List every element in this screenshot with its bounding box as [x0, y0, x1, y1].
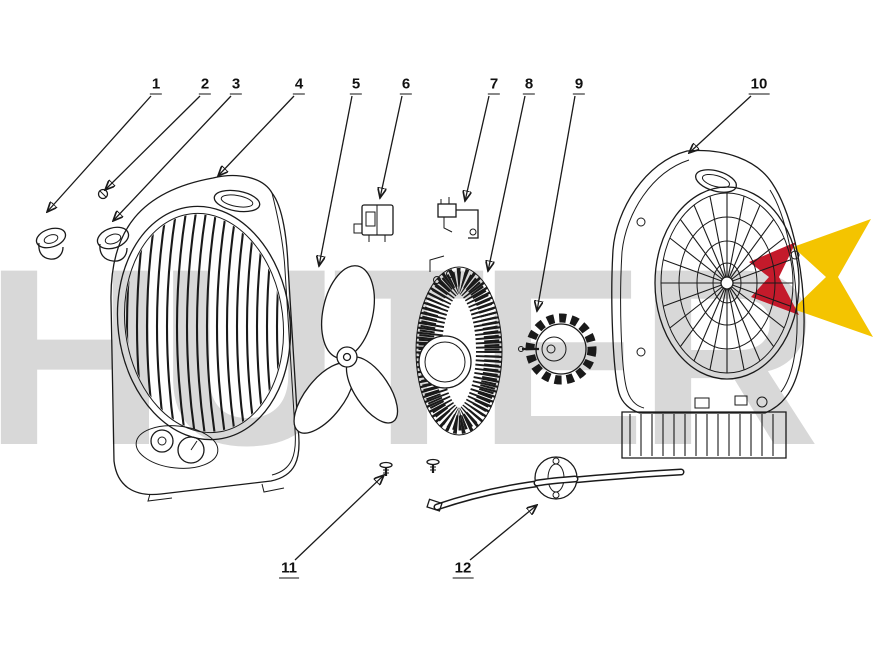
- front-grille-louvres: [115, 205, 290, 441]
- part-heating-element-drawing: [415, 255, 503, 436]
- part-motor-drawing: [518, 313, 597, 385]
- rear-grille-spokes: [661, 193, 793, 373]
- part-label-2: 2: [198, 75, 212, 95]
- part-label-6: 6: [399, 75, 413, 95]
- part-screws-11-drawing: [379, 458, 440, 476]
- part-label-4: 4: [292, 75, 306, 95]
- part-label-1: 1: [149, 75, 163, 95]
- part-label-10: 10: [748, 75, 770, 95]
- part-switch-drawing: [353, 204, 394, 242]
- leader-lines: [47, 95, 752, 561]
- part-screw-2-drawing: [97, 188, 109, 200]
- part-label-11: 11: [279, 559, 299, 579]
- part-fan-blade-drawing: [293, 265, 399, 434]
- part-thermostat-drawing: [437, 197, 479, 239]
- rear-base-ribs: [629, 414, 774, 456]
- part-label-9: 9: [572, 75, 586, 95]
- part-label-7: 7: [487, 75, 501, 95]
- part-label-12: 12: [452, 559, 474, 579]
- part-label-5: 5: [349, 75, 363, 95]
- part-power-cord-drawing: [426, 456, 685, 512]
- part-front-housing-drawing: [110, 174, 300, 502]
- part-rear-housing-drawing: [611, 149, 805, 459]
- part-label-8: 8: [522, 75, 536, 95]
- brand-logo-icon: [749, 219, 873, 337]
- part-label-3: 3: [229, 75, 243, 95]
- part-knob-1-drawing: [35, 227, 67, 260]
- part-knob-3-drawing: [96, 226, 130, 262]
